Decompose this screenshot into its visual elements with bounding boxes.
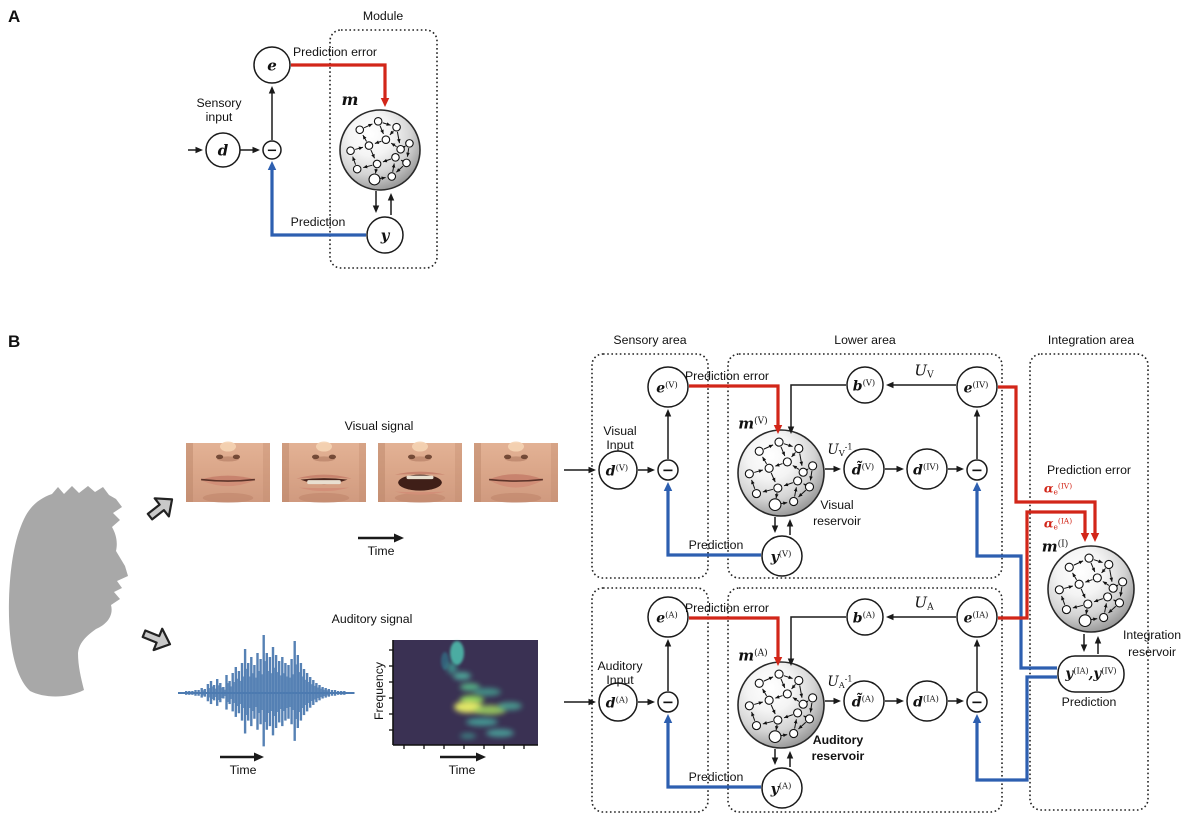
ball-to-y-module xyxy=(372,191,380,213)
prediction-v xyxy=(663,482,761,557)
node-e-a xyxy=(647,596,689,638)
d-iv-to-minus xyxy=(948,465,964,473)
minus-to-e-a xyxy=(664,639,672,691)
visual-block-arrow xyxy=(146,497,174,521)
d-ia-to-minus xyxy=(948,697,964,705)
prediction-error-v xyxy=(689,384,783,434)
svg-text:−: − xyxy=(971,695,983,711)
svg-text:−: − xyxy=(267,144,278,159)
pill-to-iball xyxy=(1094,636,1102,654)
spectrogram-time-arrow xyxy=(440,752,486,762)
mouth-frame-1 xyxy=(186,441,270,503)
node-dtilde-v xyxy=(843,448,885,490)
pe-ia-to-integration xyxy=(998,510,1090,620)
node-b-v xyxy=(846,366,884,404)
node-minus-a-left: − xyxy=(657,691,679,713)
audio-waveform xyxy=(178,635,355,747)
input-arrow-module xyxy=(188,146,203,154)
minus-to-e-iv xyxy=(973,409,981,459)
svg-text:−: − xyxy=(971,463,983,479)
node-d-iv xyxy=(906,448,948,490)
prediction-upper-blue xyxy=(972,482,1057,670)
node-y-ia-iv xyxy=(1057,655,1125,693)
spectrogram xyxy=(389,640,538,749)
node-e-v xyxy=(647,366,689,408)
y-to-ball-module xyxy=(387,193,395,215)
mouth-frame-4 xyxy=(474,441,558,503)
node-d-ia xyxy=(906,680,948,722)
iball-to-pill xyxy=(1080,634,1088,652)
node-minus-a-right: − xyxy=(966,691,988,713)
prediction-module xyxy=(267,161,366,237)
d-a-to-minus xyxy=(638,698,655,706)
ball-to-dtilde-a xyxy=(825,697,841,705)
auditory-sensory-area-box xyxy=(591,587,709,813)
node-minus-v-right: − xyxy=(966,459,988,481)
auditory-reservoir-ball xyxy=(737,661,825,749)
ball-to-y-v xyxy=(771,517,779,533)
node-e xyxy=(253,46,291,84)
integration-reservoir-ball xyxy=(1047,545,1135,633)
node-b-a xyxy=(846,598,884,636)
minus-to-e-module xyxy=(268,86,276,140)
waveform-time-arrow xyxy=(220,752,264,762)
node-e-iv xyxy=(956,366,998,408)
visual-lower-area-box xyxy=(727,353,1003,579)
images-to-d-v xyxy=(564,466,596,474)
visual-reservoir-ball xyxy=(737,429,825,517)
auditory-lower-area-box xyxy=(727,587,1003,813)
y-a-to-ball xyxy=(786,751,794,767)
node-e-ia xyxy=(956,596,998,638)
y-v-to-ball xyxy=(786,519,794,535)
prediction-error-a xyxy=(689,616,783,666)
ball-to-dtilde-v xyxy=(825,465,841,473)
mouth-frame-2 xyxy=(282,441,366,503)
ball-to-y-a xyxy=(771,749,779,765)
prediction-a xyxy=(663,714,761,789)
node-y xyxy=(366,216,404,254)
prediction-lower-blue xyxy=(972,675,1057,782)
node-dtilde-a xyxy=(843,680,885,722)
visual-time-arrow xyxy=(358,533,404,543)
node-y-v xyxy=(761,535,803,577)
d-to-minus-module xyxy=(240,146,260,154)
auditory-block-arrow xyxy=(141,627,172,652)
node-minus-v-left: − xyxy=(657,459,679,481)
node-d-a xyxy=(598,682,638,722)
node-d xyxy=(205,132,241,168)
prediction-error-module xyxy=(291,63,390,107)
minus-to-e-ia xyxy=(973,639,981,691)
module-box xyxy=(329,29,438,269)
dtilde-a-to-d-ia xyxy=(885,697,904,705)
svg-text:−: − xyxy=(662,695,674,711)
node-y-a xyxy=(761,767,803,809)
module-reservoir-ball xyxy=(339,109,421,191)
pe-iv-to-integration xyxy=(998,385,1100,542)
visual-sensory-area-box xyxy=(591,353,709,579)
minus-to-e-v xyxy=(664,409,672,459)
dtilde-v-to-d-iv xyxy=(885,465,904,473)
node-d-v xyxy=(598,450,638,490)
b-v-to-ball xyxy=(787,384,846,434)
node-minus-a: − xyxy=(262,140,282,160)
d-v-to-minus xyxy=(638,466,655,474)
e-ia-to-b-a xyxy=(886,613,956,621)
head-silhouette xyxy=(8,486,129,697)
spectrogram-to-d-a xyxy=(564,698,596,706)
b-a-to-ball xyxy=(787,616,846,666)
mouth-frame-3 xyxy=(378,441,462,503)
e-iv-to-b-v xyxy=(886,381,956,389)
svg-text:−: − xyxy=(662,463,674,479)
